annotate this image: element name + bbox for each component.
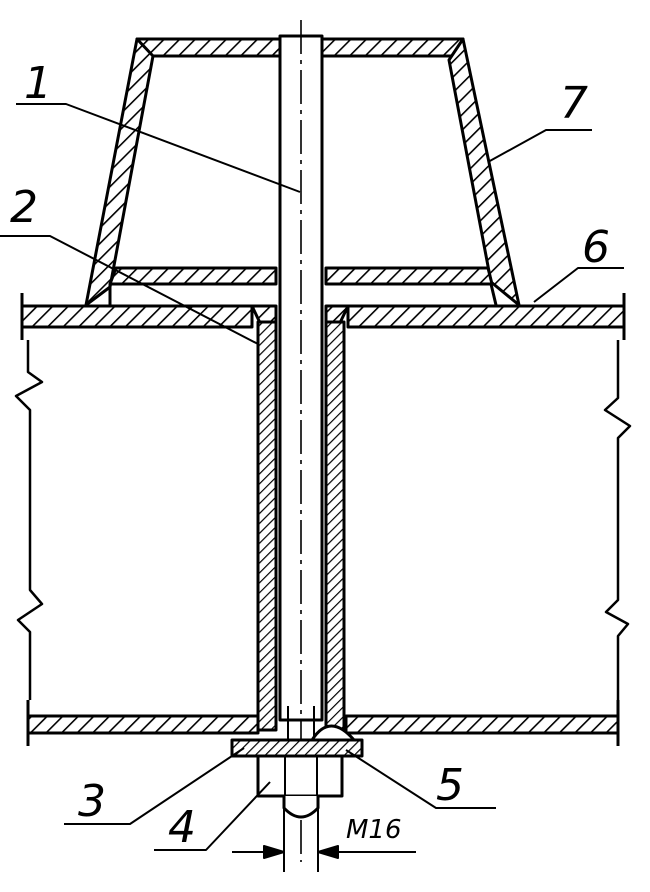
- break-line-left: [14, 340, 44, 700]
- label-part-3: 3: [78, 776, 106, 827]
- leader-3: [64, 747, 245, 825]
- cap-top-plate-right: [320, 37, 465, 58]
- leader-2: [0, 235, 259, 345]
- label-part-6: 6: [582, 222, 610, 273]
- leader-7: [487, 129, 592, 163]
- label-part-1: 1: [24, 58, 52, 109]
- lower-sheet: [26, 700, 620, 746]
- dim-arrow-left: [263, 845, 285, 859]
- leader-6: [533, 267, 624, 303]
- cap-top-plate-left: [135, 37, 282, 58]
- bolt: [278, 20, 324, 862]
- cap-left-wall: [84, 37, 155, 307]
- washer: [230, 738, 364, 758]
- leader-4: [154, 781, 271, 851]
- weld-bead: [310, 724, 356, 742]
- bolt-tip: [282, 796, 320, 819]
- cap-inner-line-right: [489, 283, 498, 306]
- label-part-2: 2: [10, 182, 38, 233]
- cap-base-plate-left: [108, 266, 278, 286]
- sleeve-wall-left: [256, 320, 278, 732]
- thread-dimension: [232, 800, 416, 872]
- leader-lines: [0, 103, 624, 851]
- cap-base-plate-right: [324, 266, 494, 286]
- lower-sheet-right: [344, 714, 620, 735]
- label-part-5: 5: [436, 760, 464, 811]
- label-part-7: 7: [560, 78, 588, 129]
- leader-1: [16, 103, 301, 193]
- break-line-right: [603, 340, 632, 700]
- lower-sheet-left: [26, 714, 260, 735]
- part-labels: 1 2 3 4 5 6 7 M16: [10, 58, 610, 853]
- nut-body: [256, 754, 344, 798]
- leader-5: [345, 749, 496, 809]
- dim-arrow-right: [317, 845, 339, 859]
- cap-right-wall: [447, 37, 521, 307]
- upper-sheet-right: [346, 304, 626, 329]
- label-part-4: 4: [168, 802, 196, 853]
- nut: [256, 754, 344, 819]
- sleeve-wall-right: [324, 320, 346, 732]
- label-thread-m16: M16: [346, 815, 402, 845]
- sleeve-tube: [250, 304, 350, 732]
